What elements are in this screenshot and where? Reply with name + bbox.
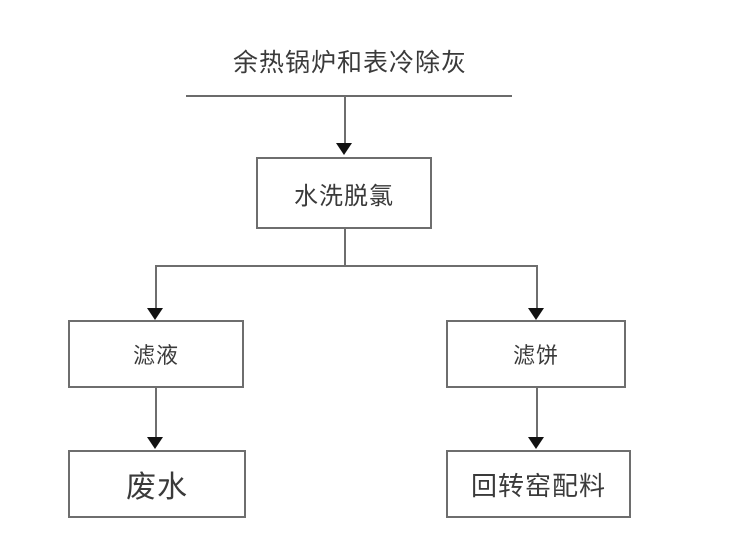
node-kiln[interactable]: 回转窑配料 bbox=[446, 450, 631, 518]
down-arrow-icon bbox=[528, 308, 544, 320]
flowchart-title: 余热锅炉和表冷除灰 bbox=[232, 49, 467, 77]
connector-wash-stem bbox=[344, 229, 346, 267]
node-filtrate-label: 滤液 bbox=[132, 343, 179, 368]
title-underline bbox=[186, 95, 512, 97]
node-filtrate[interactable]: 滤液 bbox=[68, 320, 244, 388]
connector-cake-to-kiln bbox=[536, 388, 538, 438]
connector-bus-to-filtrate bbox=[155, 265, 157, 309]
down-arrow-icon bbox=[147, 308, 163, 320]
down-arrow-icon bbox=[528, 437, 544, 449]
node-waste[interactable]: 废水 bbox=[68, 450, 246, 518]
node-wash[interactable]: 水洗脱氯 bbox=[256, 157, 432, 229]
down-arrow-icon bbox=[336, 143, 352, 155]
connector-split-bus bbox=[155, 265, 537, 267]
node-kiln-label: 回转窑配料 bbox=[470, 470, 606, 501]
connector-title-to-wash bbox=[344, 96, 346, 144]
down-arrow-icon bbox=[147, 437, 163, 449]
node-cake-label: 滤饼 bbox=[512, 343, 559, 368]
node-waste-label: 废水 bbox=[126, 471, 188, 504]
node-cake[interactable]: 滤饼 bbox=[446, 320, 626, 388]
connector-bus-to-cake bbox=[536, 265, 538, 309]
node-wash-label: 水洗脱氯 bbox=[294, 182, 394, 210]
connector-filtrate-to-waste bbox=[155, 388, 157, 438]
